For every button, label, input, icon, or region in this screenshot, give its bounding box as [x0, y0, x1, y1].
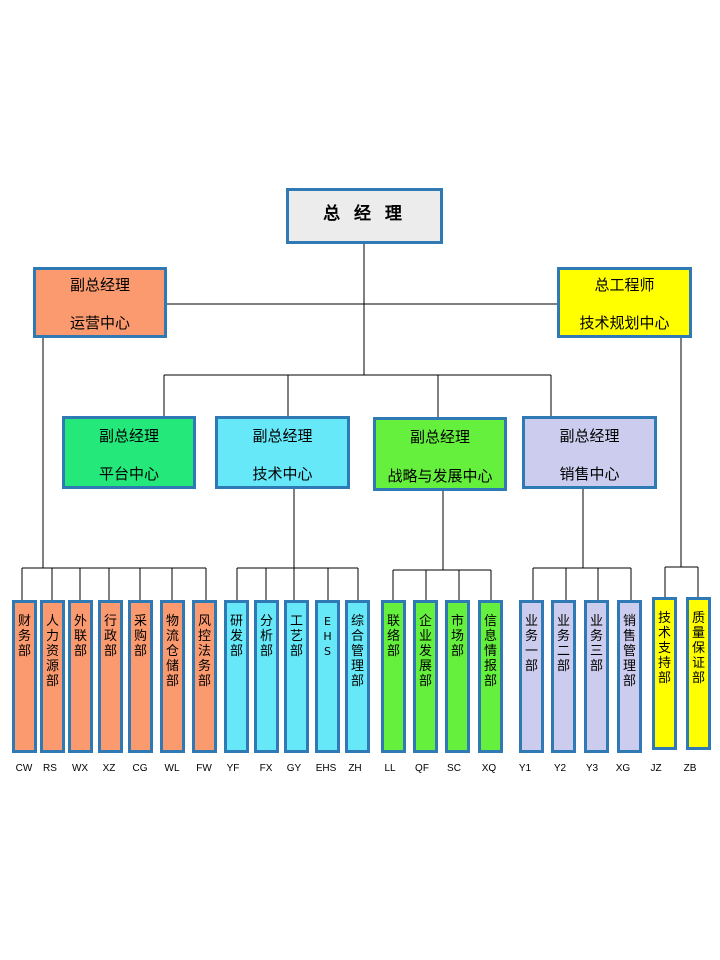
- dept-code: YF: [226, 763, 240, 774]
- dept-code: CG: [132, 763, 148, 774]
- dept-label: 企业发展部: [419, 614, 433, 689]
- dept-code: EHS: [315, 763, 337, 774]
- dept-box: 业务一部: [519, 600, 544, 753]
- dept-box: 财务部: [12, 600, 37, 753]
- dept-label: 采购部: [134, 614, 148, 659]
- dept-label: 风控法务部: [198, 614, 212, 689]
- dept-label: 外联部: [74, 614, 88, 659]
- dept-label: 研发部: [230, 614, 244, 659]
- dept-box: 分析部: [254, 600, 279, 753]
- center-platform-box: 副总经理 平台中心: [62, 416, 196, 489]
- dept-code: QF: [415, 763, 429, 774]
- dept-box: 企业发展部: [413, 600, 438, 753]
- dept-box: 技术支持部: [652, 597, 677, 750]
- dept-box: 行政部: [98, 600, 123, 753]
- dept-code: XZ: [102, 763, 116, 774]
- center-tech-name: 技术中心: [252, 465, 313, 483]
- chief-engineer-center: 技术规划中心: [579, 314, 670, 332]
- dept-label: 销售管理部: [623, 614, 637, 689]
- dept-label: 物流仓储部: [166, 614, 180, 689]
- dept-label: 业务三部: [590, 614, 604, 674]
- chief-engineer-title: 总工程师: [594, 276, 655, 294]
- dept-label: 工艺部: [290, 614, 304, 659]
- dept-box: 工艺部: [284, 600, 309, 753]
- center-platform-title: 副总经理: [98, 427, 159, 445]
- dept-code: FW: [196, 763, 212, 774]
- center-strategy-title: 副总经理: [409, 428, 470, 446]
- dept-box: 研发部: [224, 600, 249, 753]
- dept-label: 业务一部: [525, 614, 539, 674]
- center-sales-box: 副总经理 销售中心: [522, 416, 657, 489]
- center-strategy-box: 副总经理 战略与发展中心: [373, 417, 507, 491]
- dept-box: EHS: [315, 600, 340, 753]
- dept-label: 业务二部: [557, 614, 571, 674]
- dept-code: LL: [384, 763, 396, 774]
- dept-box: 综合管理部: [345, 600, 370, 753]
- dept-code: JZ: [650, 763, 662, 774]
- dept-code: WX: [71, 763, 89, 774]
- dept-code: Y3: [585, 763, 599, 774]
- chief-engineer-box: 总工程师 技术规划中心: [557, 267, 692, 338]
- dept-label: 综合管理部: [351, 614, 365, 689]
- dept-box: 信息情报部: [478, 600, 503, 753]
- center-strategy-name: 战略与发展中心: [387, 467, 493, 485]
- dept-code: Y2: [553, 763, 567, 774]
- center-platform-name: 平台中心: [98, 465, 159, 483]
- dept-code: ZH: [348, 763, 362, 774]
- dept-code: CW: [15, 763, 33, 774]
- vp-ops-box: 副总经理 运营中心: [33, 267, 167, 338]
- dept-label: 分析部: [260, 614, 274, 659]
- dept-label: 行政部: [104, 614, 118, 659]
- dept-code: FX: [259, 763, 273, 774]
- dept-code: XQ: [481, 763, 497, 774]
- dept-label: 技术支持部: [658, 611, 672, 686]
- vp-ops-center: 运营中心: [69, 314, 130, 332]
- dept-box: 销售管理部: [617, 600, 642, 753]
- dept-label: 市场部: [451, 614, 465, 659]
- center-tech-box: 副总经理 技术中心: [215, 416, 350, 489]
- dept-code: SC: [447, 763, 461, 774]
- dept-box: 联络部: [381, 600, 406, 753]
- dept-box: 业务二部: [551, 600, 576, 753]
- dept-box: 风控法务部: [192, 600, 217, 753]
- ceo-label: 总 经 理: [323, 204, 406, 224]
- dept-box: 人力资源部: [40, 600, 65, 753]
- dept-code: WL: [164, 763, 180, 774]
- dept-label: 信息情报部: [484, 614, 498, 689]
- dept-code: RS: [43, 763, 57, 774]
- dept-box: 采购部: [128, 600, 153, 753]
- center-sales-name: 销售中心: [559, 465, 620, 483]
- dept-box: 业务三部: [584, 600, 609, 753]
- dept-label: 联络部: [387, 614, 401, 659]
- ceo-box: 总 经 理: [286, 188, 443, 244]
- dept-label: 质量保证部: [692, 611, 706, 686]
- center-sales-title: 副总经理: [559, 427, 620, 445]
- center-tech-title: 副总经理: [252, 427, 313, 445]
- dept-label: 财务部: [18, 614, 32, 659]
- dept-label: 人力资源部: [46, 614, 60, 689]
- dept-box: 物流仓储部: [160, 600, 185, 753]
- dept-box: 外联部: [68, 600, 93, 753]
- dept-box: 质量保证部: [686, 597, 711, 750]
- dept-code: Y1: [518, 763, 532, 774]
- dept-code: ZB: [683, 763, 697, 774]
- dept-box: 市场部: [445, 600, 470, 753]
- dept-code: XG: [615, 763, 631, 774]
- dept-label: EHS: [323, 615, 332, 658]
- dept-code: GY: [286, 763, 302, 774]
- vp-ops-title: 副总经理: [69, 276, 130, 294]
